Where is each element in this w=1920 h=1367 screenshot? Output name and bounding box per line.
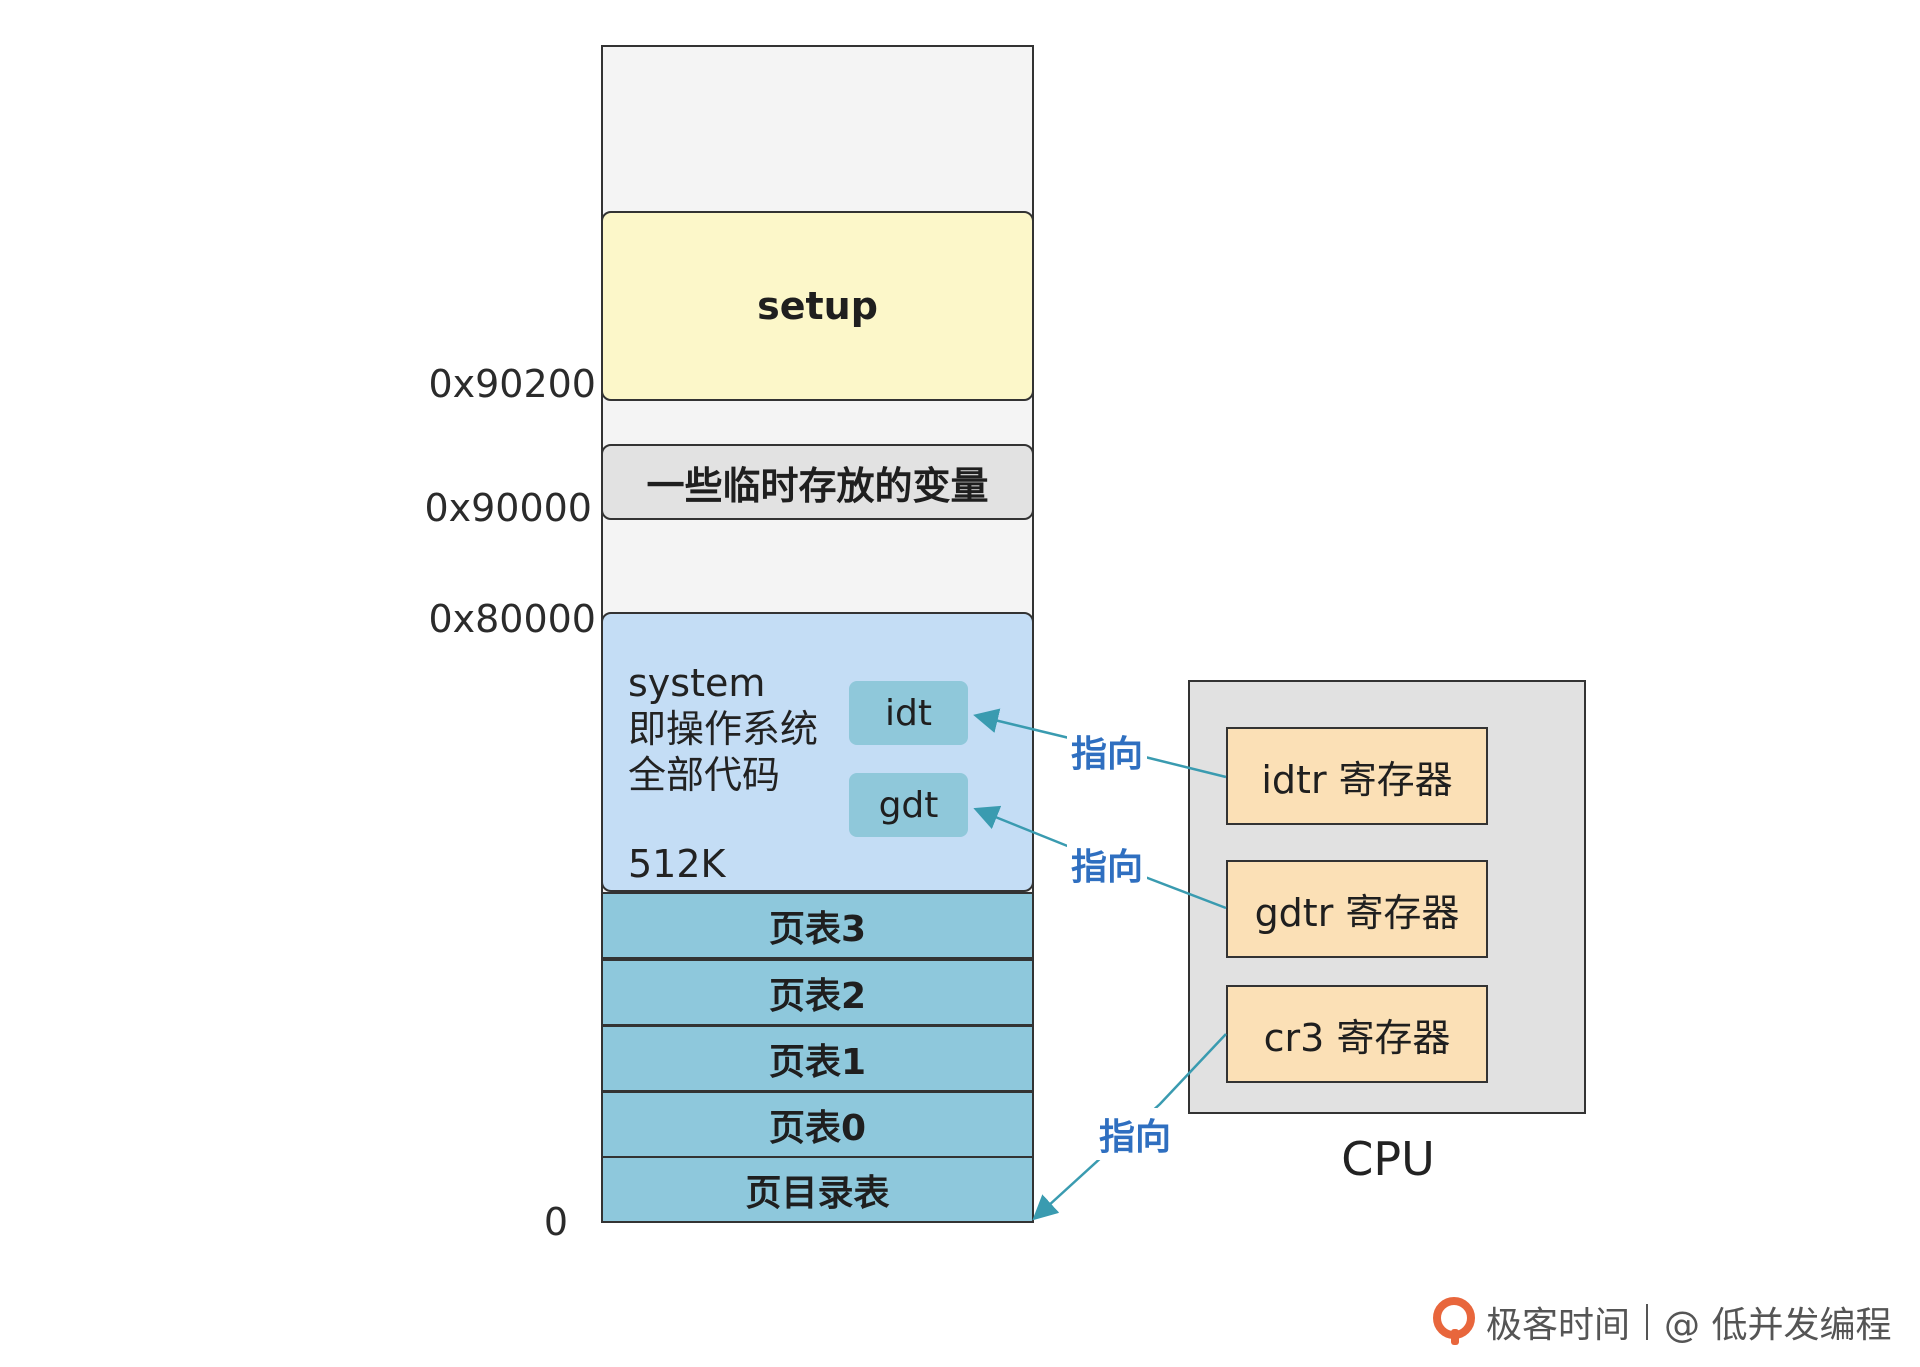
page-table-0: 页表0 (601, 1091, 1034, 1158)
address-label-0x80000: 0x80000 (428, 597, 596, 641)
system-block (601, 612, 1034, 892)
setup-block: setup (601, 211, 1034, 401)
page-table-1-label: 页表1 (768, 1041, 867, 1083)
idt-block: idt (849, 681, 968, 745)
gdt-block: gdt (849, 773, 968, 837)
cr3-register: cr3 寄存器 (1226, 985, 1488, 1083)
cr3-to-page-directory-arrow (1032, 1033, 1227, 1221)
gdtr-register: gdtr 寄存器 (1226, 860, 1488, 958)
gdt-pointer-label: 指向 (1067, 838, 1148, 890)
temp-variables-block: 一些临时存放的变量 (601, 444, 1034, 520)
page-table-3-label: 页表3 (768, 908, 867, 950)
gdtr-register-label: gdtr 寄存器 (1254, 890, 1460, 935)
page-table-2: 页表2 (601, 959, 1034, 1026)
idtr-register-label: idtr 寄存器 (1261, 757, 1453, 802)
footer-watermark: 极客时间 @ 低并发编程 (1432, 1296, 1891, 1348)
address-label-0: 0 (543, 1200, 568, 1244)
footer-brand: 极客时间 (1486, 1305, 1631, 1346)
idt-pointer-label: 指向 (1067, 725, 1148, 777)
page-directory-table-label: 页目录表 (745, 1172, 890, 1214)
temp-variables-label: 一些临时存放的变量 (646, 463, 989, 508)
system-size-label: 512K (628, 842, 726, 886)
footer-author: @ 低并发编程 (1664, 1305, 1892, 1346)
setup-label: setup (757, 284, 878, 328)
address-label-0x90000: 0x90000 (424, 486, 592, 530)
footer-divider (1646, 1304, 1649, 1340)
geektime-logo-icon (1433, 1297, 1475, 1345)
system-desc-line1: 即操作系统 (628, 707, 819, 751)
cpu-label: CPU (1341, 1132, 1435, 1186)
idt-label: idt (885, 692, 932, 734)
page-directory-table: 页目录表 (601, 1156, 1034, 1223)
cr3-register-label: cr3 寄存器 (1263, 1015, 1451, 1060)
page-directory-pointer-label: 指向 (1095, 1108, 1176, 1160)
page-table-3: 页表3 (601, 892, 1034, 959)
address-label-0x90200: 0x90200 (428, 362, 596, 406)
gdt-label: gdt (878, 784, 939, 826)
idtr-register: idtr 寄存器 (1226, 727, 1488, 825)
page-table-0-label: 页表0 (768, 1107, 867, 1149)
page-table-2-label: 页表2 (768, 975, 867, 1017)
system-desc-line2: 全部代码 (628, 753, 781, 797)
system-label: system (628, 661, 766, 705)
system-description: system 即操作系统 全部代码 (628, 660, 818, 798)
